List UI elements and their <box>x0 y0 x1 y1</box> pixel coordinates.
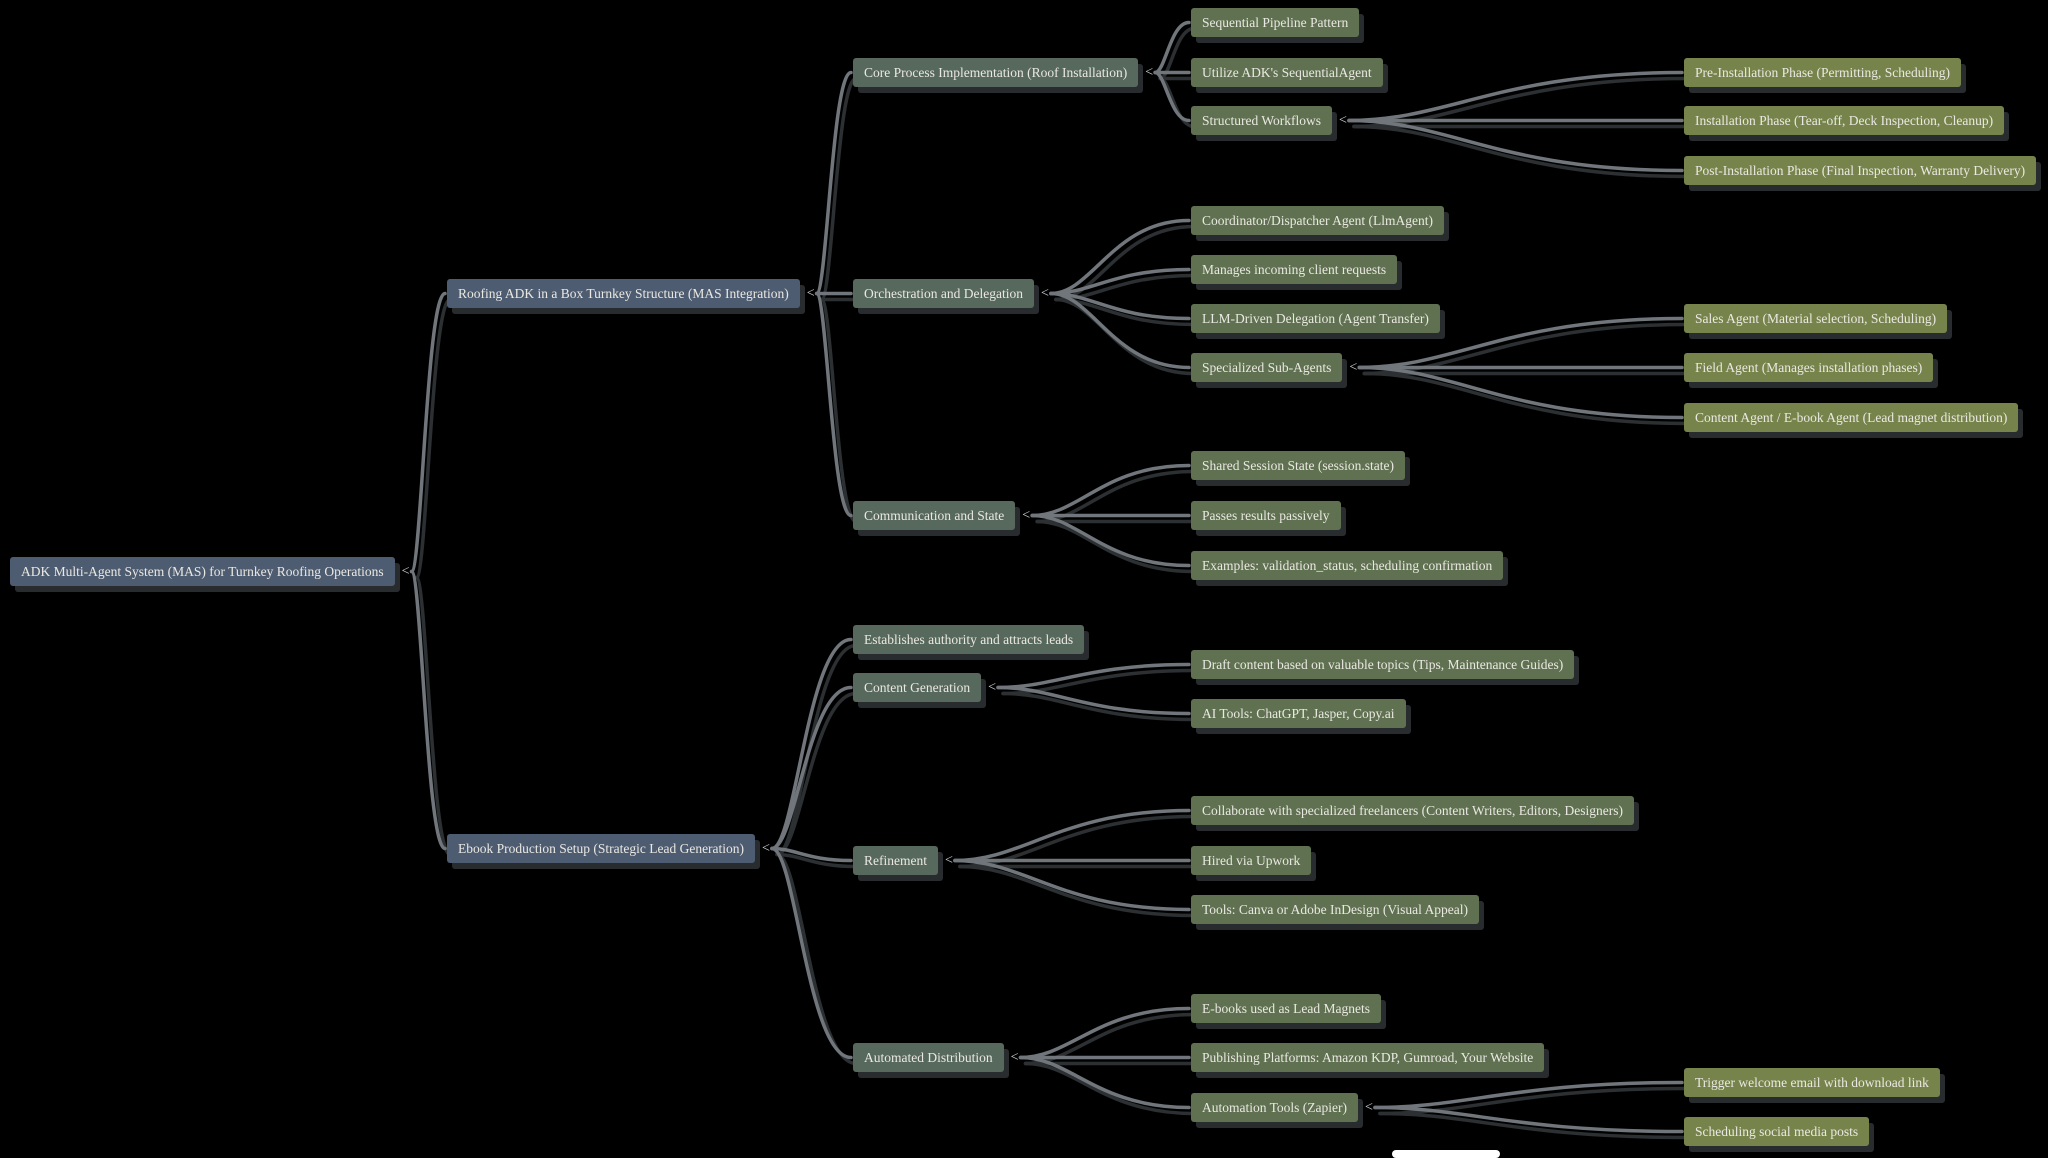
node-label[interactable]: Orchestration and Delegation <box>853 279 1034 308</box>
collapse-chevron-icon[interactable]: < <box>1040 286 1049 301</box>
node-label[interactable]: Structured Workflows <box>1191 106 1333 135</box>
node-label[interactable]: Roofing ADK in a Box Turnkey Structure (… <box>447 279 800 308</box>
node-label[interactable]: Utilize ADK's SequentialAgent <box>1191 58 1383 87</box>
collapse-chevron-icon[interactable]: < <box>806 286 815 301</box>
node-core-process[interactable]: Core Process Implementation (Roof Instal… <box>853 58 1153 87</box>
node-installation-phase[interactable]: Installation Phase (Tear-off, Deck Inspe… <box>1684 106 2005 135</box>
node-label[interactable]: Scheduling social media posts <box>1684 1117 1870 1146</box>
collapse-chevron-icon[interactable]: < <box>401 564 410 579</box>
node-label[interactable]: Examples: validation_status, scheduling … <box>1191 551 1504 580</box>
node-ai-tools[interactable]: AI Tools: ChatGPT, Jasper, Copy.ai <box>1191 699 1406 728</box>
node-utilize-sequentialagent[interactable]: Utilize ADK's SequentialAgent <box>1191 58 1383 87</box>
node-llm-delegation[interactable]: LLM-Driven Delegation (Agent Transfer) <box>1191 304 1440 333</box>
node-sales-agent[interactable]: Sales Agent (Material selection, Schedul… <box>1684 304 1948 333</box>
node-label[interactable]: Field Agent (Manages installation phases… <box>1684 353 1934 382</box>
node-roofing-adk[interactable]: Roofing ADK in a Box Turnkey Structure (… <box>447 279 815 308</box>
node-automation-tools[interactable]: Automation Tools (Zapier) < <box>1191 1093 1373 1122</box>
node-specialized-sub-agents[interactable]: Specialized Sub-Agents < <box>1191 353 1357 382</box>
node-communication-state[interactable]: Communication and State < <box>853 501 1030 530</box>
node-label[interactable]: Manages incoming client requests <box>1191 255 1398 284</box>
node-label[interactable]: Tools: Canva or Adobe InDesign (Visual A… <box>1191 895 1479 924</box>
node-sequential-pipeline[interactable]: Sequential Pipeline Pattern <box>1191 8 1360 37</box>
node-passes-results[interactable]: Passes results passively <box>1191 501 1341 530</box>
node-label[interactable]: Coordinator/Dispatcher Agent (LlmAgent) <box>1191 206 1444 235</box>
node-label[interactable]: Ebook Production Setup (Strategic Lead G… <box>447 834 756 863</box>
collapse-chevron-icon[interactable]: < <box>1145 65 1154 80</box>
node-label[interactable]: Collaborate with specialized freelancers… <box>1191 796 1634 825</box>
node-label[interactable]: E-books used as Lead Magnets <box>1191 994 1381 1023</box>
node-label[interactable]: Draft content based on valuable topics (… <box>1191 650 1575 679</box>
node-label[interactable]: Post-Installation Phase (Final Inspectio… <box>1684 156 2037 185</box>
node-label[interactable]: AI Tools: ChatGPT, Jasper, Copy.ai <box>1191 699 1406 728</box>
node-automated-distribution[interactable]: Automated Distribution < <box>853 1043 1019 1072</box>
node-tools-canva[interactable]: Tools: Canva or Adobe InDesign (Visual A… <box>1191 895 1479 924</box>
node-label[interactable]: Shared Session State (session.state) <box>1191 451 1405 480</box>
node-content-agent[interactable]: Content Agent / E-book Agent (Lead magne… <box>1684 403 2019 432</box>
node-shared-session-state[interactable]: Shared Session State (session.state) <box>1191 451 1405 480</box>
node-trigger-email[interactable]: Trigger welcome email with download link <box>1684 1068 1940 1097</box>
collapse-chevron-icon[interactable]: < <box>944 853 953 868</box>
node-ebooks-lead-magnets[interactable]: E-books used as Lead Magnets <box>1191 994 1381 1023</box>
node-structured-workflows[interactable]: Structured Workflows < <box>1191 106 1347 135</box>
node-manages-requests[interactable]: Manages incoming client requests <box>1191 255 1398 284</box>
node-label[interactable]: Automated Distribution <box>853 1043 1004 1072</box>
node-label[interactable]: Core Process Implementation (Roof Instal… <box>853 58 1139 87</box>
node-establishes-authority[interactable]: Establishes authority and attracts leads <box>853 625 1085 654</box>
node-coordinator-agent[interactable]: Coordinator/Dispatcher Agent (LlmAgent) <box>1191 206 1444 235</box>
node-ebook-production[interactable]: Ebook Production Setup (Strategic Lead G… <box>447 834 770 863</box>
node-collaborate-freelancers[interactable]: Collaborate with specialized freelancers… <box>1191 796 1634 825</box>
node-label[interactable]: Installation Phase (Tear-off, Deck Inspe… <box>1684 106 2005 135</box>
node-refinement[interactable]: Refinement < <box>853 846 953 875</box>
node-root[interactable]: ADK Multi-Agent System (MAS) for Turnkey… <box>10 557 410 586</box>
node-scheduling-posts[interactable]: Scheduling social media posts <box>1684 1117 1870 1146</box>
node-hired-upwork[interactable]: Hired via Upwork <box>1191 846 1312 875</box>
collapse-chevron-icon[interactable]: < <box>1022 508 1031 523</box>
node-label[interactable]: Establishes authority and attracts leads <box>853 625 1085 654</box>
node-label[interactable]: Sequential Pipeline Pattern <box>1191 8 1360 37</box>
node-orchestration[interactable]: Orchestration and Delegation < <box>853 279 1049 308</box>
node-pre-installation[interactable]: Pre-Installation Phase (Permitting, Sche… <box>1684 58 1961 87</box>
node-post-installation[interactable]: Post-Installation Phase (Final Inspectio… <box>1684 156 2037 185</box>
collapse-chevron-icon[interactable]: < <box>762 841 770 856</box>
collapse-chevron-icon[interactable]: < <box>1365 1100 1373 1115</box>
node-publishing-platforms[interactable]: Publishing Platforms: Amazon KDP, Gumroa… <box>1191 1043 1545 1072</box>
collapse-chevron-icon[interactable]: < <box>1339 113 1347 128</box>
node-draft-content[interactable]: Draft content based on valuable topics (… <box>1191 650 1575 679</box>
node-label[interactable]: Publishing Platforms: Amazon KDP, Gumroa… <box>1191 1043 1545 1072</box>
node-label[interactable]: Hired via Upwork <box>1191 846 1312 875</box>
node-label[interactable]: Refinement <box>853 846 938 875</box>
node-examples-validation[interactable]: Examples: validation_status, scheduling … <box>1191 551 1504 580</box>
node-content-generation[interactable]: Content Generation < <box>853 673 996 702</box>
node-label[interactable]: ADK Multi-Agent System (MAS) for Turnkey… <box>10 557 395 586</box>
node-label[interactable]: Automation Tools (Zapier) <box>1191 1093 1359 1122</box>
node-label[interactable]: Communication and State <box>853 501 1016 530</box>
node-label[interactable]: LLM-Driven Delegation (Agent Transfer) <box>1191 304 1440 333</box>
node-label[interactable]: Trigger welcome email with download link <box>1684 1068 1940 1097</box>
collapse-chevron-icon[interactable]: < <box>1349 360 1358 375</box>
node-label[interactable]: Passes results passively <box>1191 501 1341 530</box>
node-label[interactable]: Content Generation <box>853 673 982 702</box>
node-field-agent[interactable]: Field Agent (Manages installation phases… <box>1684 353 1934 382</box>
node-label[interactable]: Pre-Installation Phase (Permitting, Sche… <box>1684 58 1961 87</box>
node-label[interactable]: Specialized Sub-Agents <box>1191 353 1343 382</box>
collapse-chevron-icon[interactable]: < <box>1010 1050 1019 1065</box>
collapse-chevron-icon[interactable]: < <box>988 680 997 695</box>
node-label[interactable]: Content Agent / E-book Agent (Lead magne… <box>1684 403 2019 432</box>
node-label[interactable]: Sales Agent (Material selection, Schedul… <box>1684 304 1948 333</box>
horizontal-scrollbar-thumb[interactable] <box>1392 1150 1500 1158</box>
